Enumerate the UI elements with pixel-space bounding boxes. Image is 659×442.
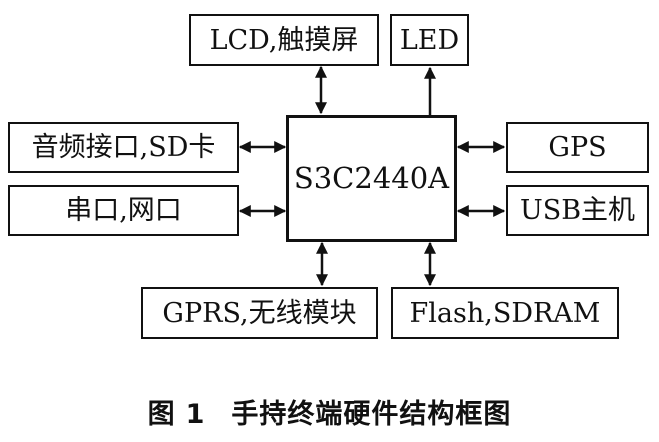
figure-title: 手持终端硬件结构框图: [231, 399, 512, 430]
lcd-touchscreen-block: LCD,触摸屏: [189, 14, 379, 66]
figure-number: 1: [185, 399, 206, 430]
figure-label: 图: [147, 399, 176, 430]
gprs-wireless-block: GPRS,无线模块: [141, 287, 378, 339]
flash-sdram-block: Flash,SDRAM: [391, 287, 619, 339]
serial-network-block: 串口,网口: [8, 185, 239, 236]
cpu-s3c2440a-block: S3C2440A: [286, 115, 457, 242]
usb-host-block: USB主机: [506, 185, 649, 236]
led-block: LED: [390, 14, 469, 66]
gps-block: GPS: [506, 122, 649, 173]
audio-sd-block: 音频接口,SD卡: [8, 122, 239, 173]
